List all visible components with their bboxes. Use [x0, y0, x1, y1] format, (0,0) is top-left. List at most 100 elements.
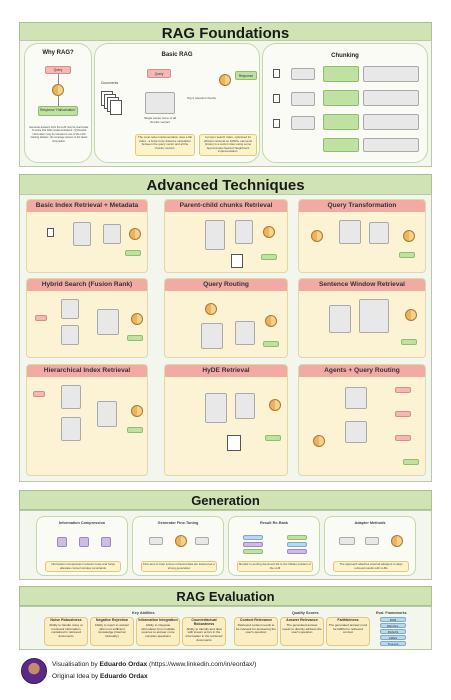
vector-store-box: [61, 299, 79, 319]
technique-title: Hierarchical Index Retrieval: [27, 365, 147, 377]
response-box: [403, 459, 419, 465]
chunk-strategy-box: [323, 90, 359, 106]
vector-store-box: [345, 387, 367, 409]
keyword-index-box: [61, 325, 79, 345]
vector-store-box: [345, 421, 367, 443]
llm-icon: [263, 226, 275, 238]
vector-store-box: [145, 92, 175, 114]
generation-card: Adapter Methods The approach attaches ex…: [324, 516, 416, 576]
llm-icon: [52, 84, 64, 96]
adapter-box: [365, 537, 379, 545]
generator-box: [195, 537, 209, 545]
llm-icon: [403, 230, 415, 242]
quality-title: Context Relevance: [239, 618, 273, 622]
document-icon: [110, 100, 122, 115]
author-name: Eduardo Ordax: [100, 673, 148, 680]
chunking-panel: Chunking: [262, 43, 428, 163]
chunk-output-box: [363, 90, 419, 106]
chunk-block: [291, 116, 315, 130]
documents-label: Documents: [101, 81, 119, 85]
agent-box: [395, 435, 411, 441]
chunk-strategy-box: [323, 114, 359, 130]
llm-icon: [311, 230, 323, 242]
llm-icon: [131, 405, 143, 417]
advanced-header: Advanced Techniques: [19, 174, 432, 196]
quality-title: Answer Relevance: [286, 618, 318, 622]
technique-panel: Sentence Window Retrieval: [298, 278, 426, 358]
chunk-output-box: [363, 66, 419, 82]
advanced-title: Advanced Techniques: [146, 177, 305, 194]
ability-title: Counterfactual Robustness: [191, 618, 217, 626]
document-icon: [227, 435, 241, 451]
rank-item: [243, 542, 263, 547]
generation-card: Information Compression Information comp…: [36, 516, 128, 576]
vector-store-box: [205, 220, 225, 250]
technique-panel: Query Routing: [164, 278, 288, 358]
generation-card: Result Re-Rank Rerank re-sorting documen…: [228, 516, 320, 576]
technique-panel: Hybrid Search (Fusion Rank): [26, 278, 148, 358]
chunks-box: [235, 220, 253, 244]
llm-icon: [175, 535, 187, 547]
framework-item: ARES: [380, 635, 406, 640]
basic-rag-title: Basic RAG: [161, 52, 193, 58]
why-response-box: Response "Hallucination": [38, 106, 78, 116]
ability-title: Noise Robustness: [50, 618, 82, 622]
generator-box: [149, 537, 163, 545]
ability-title: Information Integration: [138, 618, 178, 622]
response-box: [125, 250, 141, 256]
framework-item: RAGAS: [380, 629, 406, 634]
chunk-index-box: [61, 417, 81, 441]
avatar: [21, 658, 47, 684]
summary-index-box: [61, 385, 81, 409]
quality-text: The generated answer needs to directly a…: [282, 622, 322, 635]
technique-title: Basic Index Retrieval + Metadata: [27, 200, 147, 212]
quality-title: Faithfulness: [337, 618, 359, 622]
key-abilities-title: Key Abilities: [132, 611, 155, 615]
footer-prefix: Original Idea by: [52, 673, 101, 680]
generation-card-note: Information compression reduces noise an…: [45, 561, 121, 572]
technique-title: Parent-child chunks Retrieval: [165, 200, 287, 212]
ability-text: Ability to identify and deal with known …: [185, 626, 223, 642]
ability-text: Ability to reject to answer when not suf…: [94, 622, 130, 639]
chunk-output-box: [363, 114, 419, 130]
doc-block: [79, 537, 89, 547]
technique-title: Agents + Query Routing: [299, 365, 425, 377]
llm-icon: [405, 309, 417, 321]
footer-line-1: Visualisation by Eduardo Ordax (https://…: [52, 661, 256, 668]
chunk-output-box: [363, 138, 419, 152]
why-note: Generate answers from the LLM may be ina…: [29, 126, 89, 143]
rank-item: [287, 535, 307, 540]
vector-store-box: [73, 222, 91, 246]
footer-link[interactable]: (https://www.linkedin.com/in/eordax/): [147, 661, 257, 668]
quality-text: Retrieved context needs to be relevant f…: [236, 622, 276, 635]
chunk-block: [291, 68, 315, 80]
doc-block: [101, 537, 111, 547]
technique-title: Hybrid Search (Fusion Rank): [27, 279, 147, 291]
adapter-box: [339, 537, 355, 545]
query-box: [35, 315, 47, 321]
why-query-box: Query: [45, 66, 71, 74]
basic-query-box: Query: [147, 69, 171, 78]
topk-label: Top k relevant chunks: [187, 96, 217, 100]
footer-line-2: Original Idea by Eduardo Ordax: [52, 673, 148, 680]
quality-text: The generated answer must be faithful to…: [328, 622, 368, 635]
vector-store-box: [339, 220, 361, 244]
rank-item: [243, 549, 263, 554]
generation-card-title: Generator Fine-Tuning: [157, 521, 199, 525]
why-arrow: [58, 96, 59, 106]
technique-panel: Query Transformation: [298, 199, 426, 273]
technique-title: HyDE Retrieval: [165, 365, 287, 377]
chunking-title: Chunking: [331, 53, 359, 59]
agent-box: [395, 387, 411, 393]
chunks-box: [369, 222, 389, 244]
chunks-box: [235, 393, 255, 419]
framework-item: RECALL: [380, 623, 406, 628]
technique-title: Sentence Window Retrieval: [299, 279, 425, 291]
ann-index-note: A proper search index, optimised for eff…: [199, 134, 257, 156]
technique-panel: Basic Index Retrieval + Metadata: [26, 199, 148, 273]
llm-icon: [219, 74, 231, 86]
